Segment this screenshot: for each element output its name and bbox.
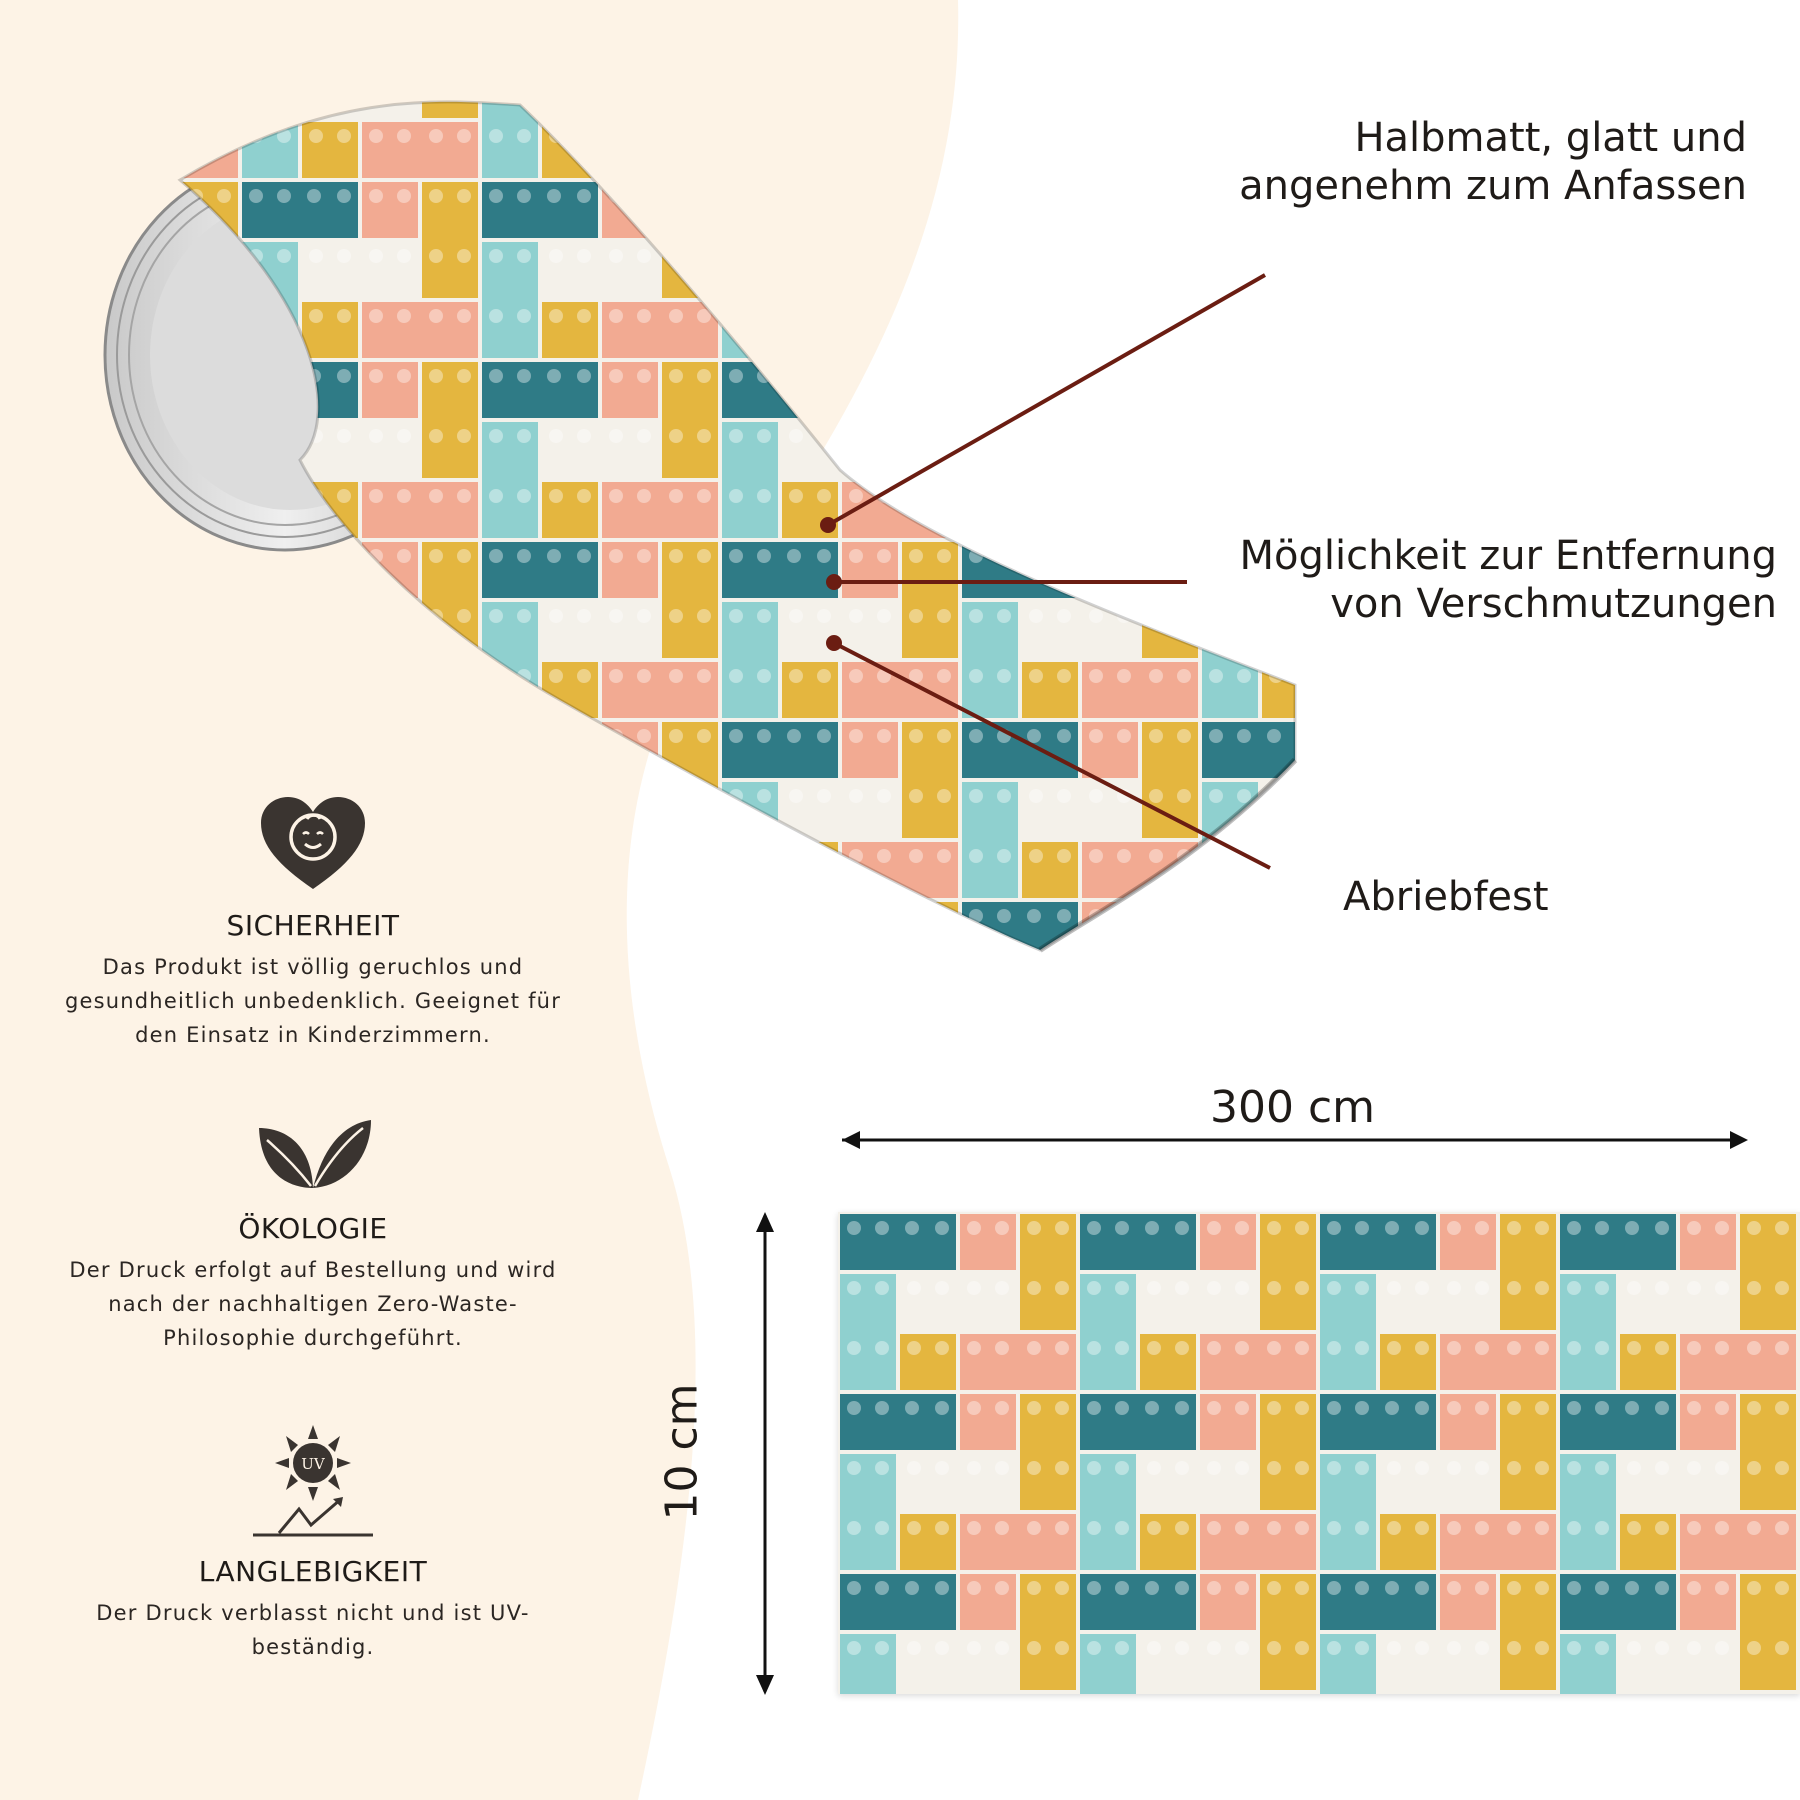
callout-middle-line-2: von Verschmutzungen [1330, 581, 1777, 627]
feature-description: Der Druck verblasst nicht und ist UV- be… [33, 1596, 593, 1664]
callout-middle-line-1: Möglichkeit zur Entfernung [1239, 533, 1778, 579]
height-dimension-arrow [756, 1212, 774, 1695]
callout-top-line-2: angenehm zum Anfassen [1239, 163, 1747, 209]
feature-langlebigkeit: UV LANGLEBIGKEIT Der Druck verblasst nic… [33, 1425, 593, 1664]
leaves-icon [259, 1120, 371, 1188]
feature-oekologie: ÖKOLOGIE Der Druck erfolgt auf Bestellun… [33, 1118, 593, 1355]
feature-title: LANGLEBIGKEIT [198, 1555, 428, 1588]
callout-top-line-1: Halbmatt, glatt und [1354, 115, 1747, 161]
brick-pattern [838, 1212, 1800, 1694]
feature-description-line: den Einsatz in Kinderzimmern. [135, 1023, 491, 1047]
feature-title: SICHERHEIT [226, 909, 400, 942]
feature-description-line: gesundheitlich unbedenklich. Geeignet fü… [64, 989, 562, 1013]
feature-description-line: Der Druck erfolgt auf Bestellung und wir… [69, 1258, 557, 1282]
feature-sicherheit: SICHERHEIT Das Produkt ist völlig geruch… [33, 795, 593, 1052]
callout-halbmatt: Halbmatt, glatt und angenehm zum Anfasse… [1239, 114, 1747, 210]
callout-bottom-line-1: Abriebfest [1343, 874, 1549, 920]
callout-verschmutzungen: Möglichkeit zur Entfernung von Verschmut… [1240, 532, 1778, 628]
callout-abriebfest: Abriebfest [1343, 873, 1549, 921]
pattern-strip-preview [838, 1212, 1800, 1694]
feature-description: Der Druck erfolgt auf Bestellung und wir… [33, 1253, 593, 1355]
feature-description-line: Philosophie durchgeführt. [163, 1326, 463, 1350]
baby-heart-icon [261, 797, 365, 889]
uv-text: UV [301, 1455, 326, 1473]
callout-lines [820, 273, 1271, 870]
feature-description: Das Produkt ist völlig geruchlos und ges… [33, 950, 593, 1052]
feature-description-line: beständig. [251, 1635, 375, 1659]
feature-description-line: Das Produkt ist völlig geruchlos und [102, 955, 524, 979]
feature-title: ÖKOLOGIE [238, 1212, 388, 1245]
width-dimension-arrow [842, 1131, 1748, 1149]
feature-description-line: nach der nachhaltigen Zero-Waste- [108, 1292, 518, 1316]
height-dimension-label: 10 cm [656, 1383, 708, 1521]
uv-sun-icon: UV [253, 1425, 373, 1537]
width-dimension-label: 300 cm [1210, 1082, 1376, 1133]
feature-description-line: Der Druck verblasst nicht und ist UV- [96, 1601, 530, 1625]
